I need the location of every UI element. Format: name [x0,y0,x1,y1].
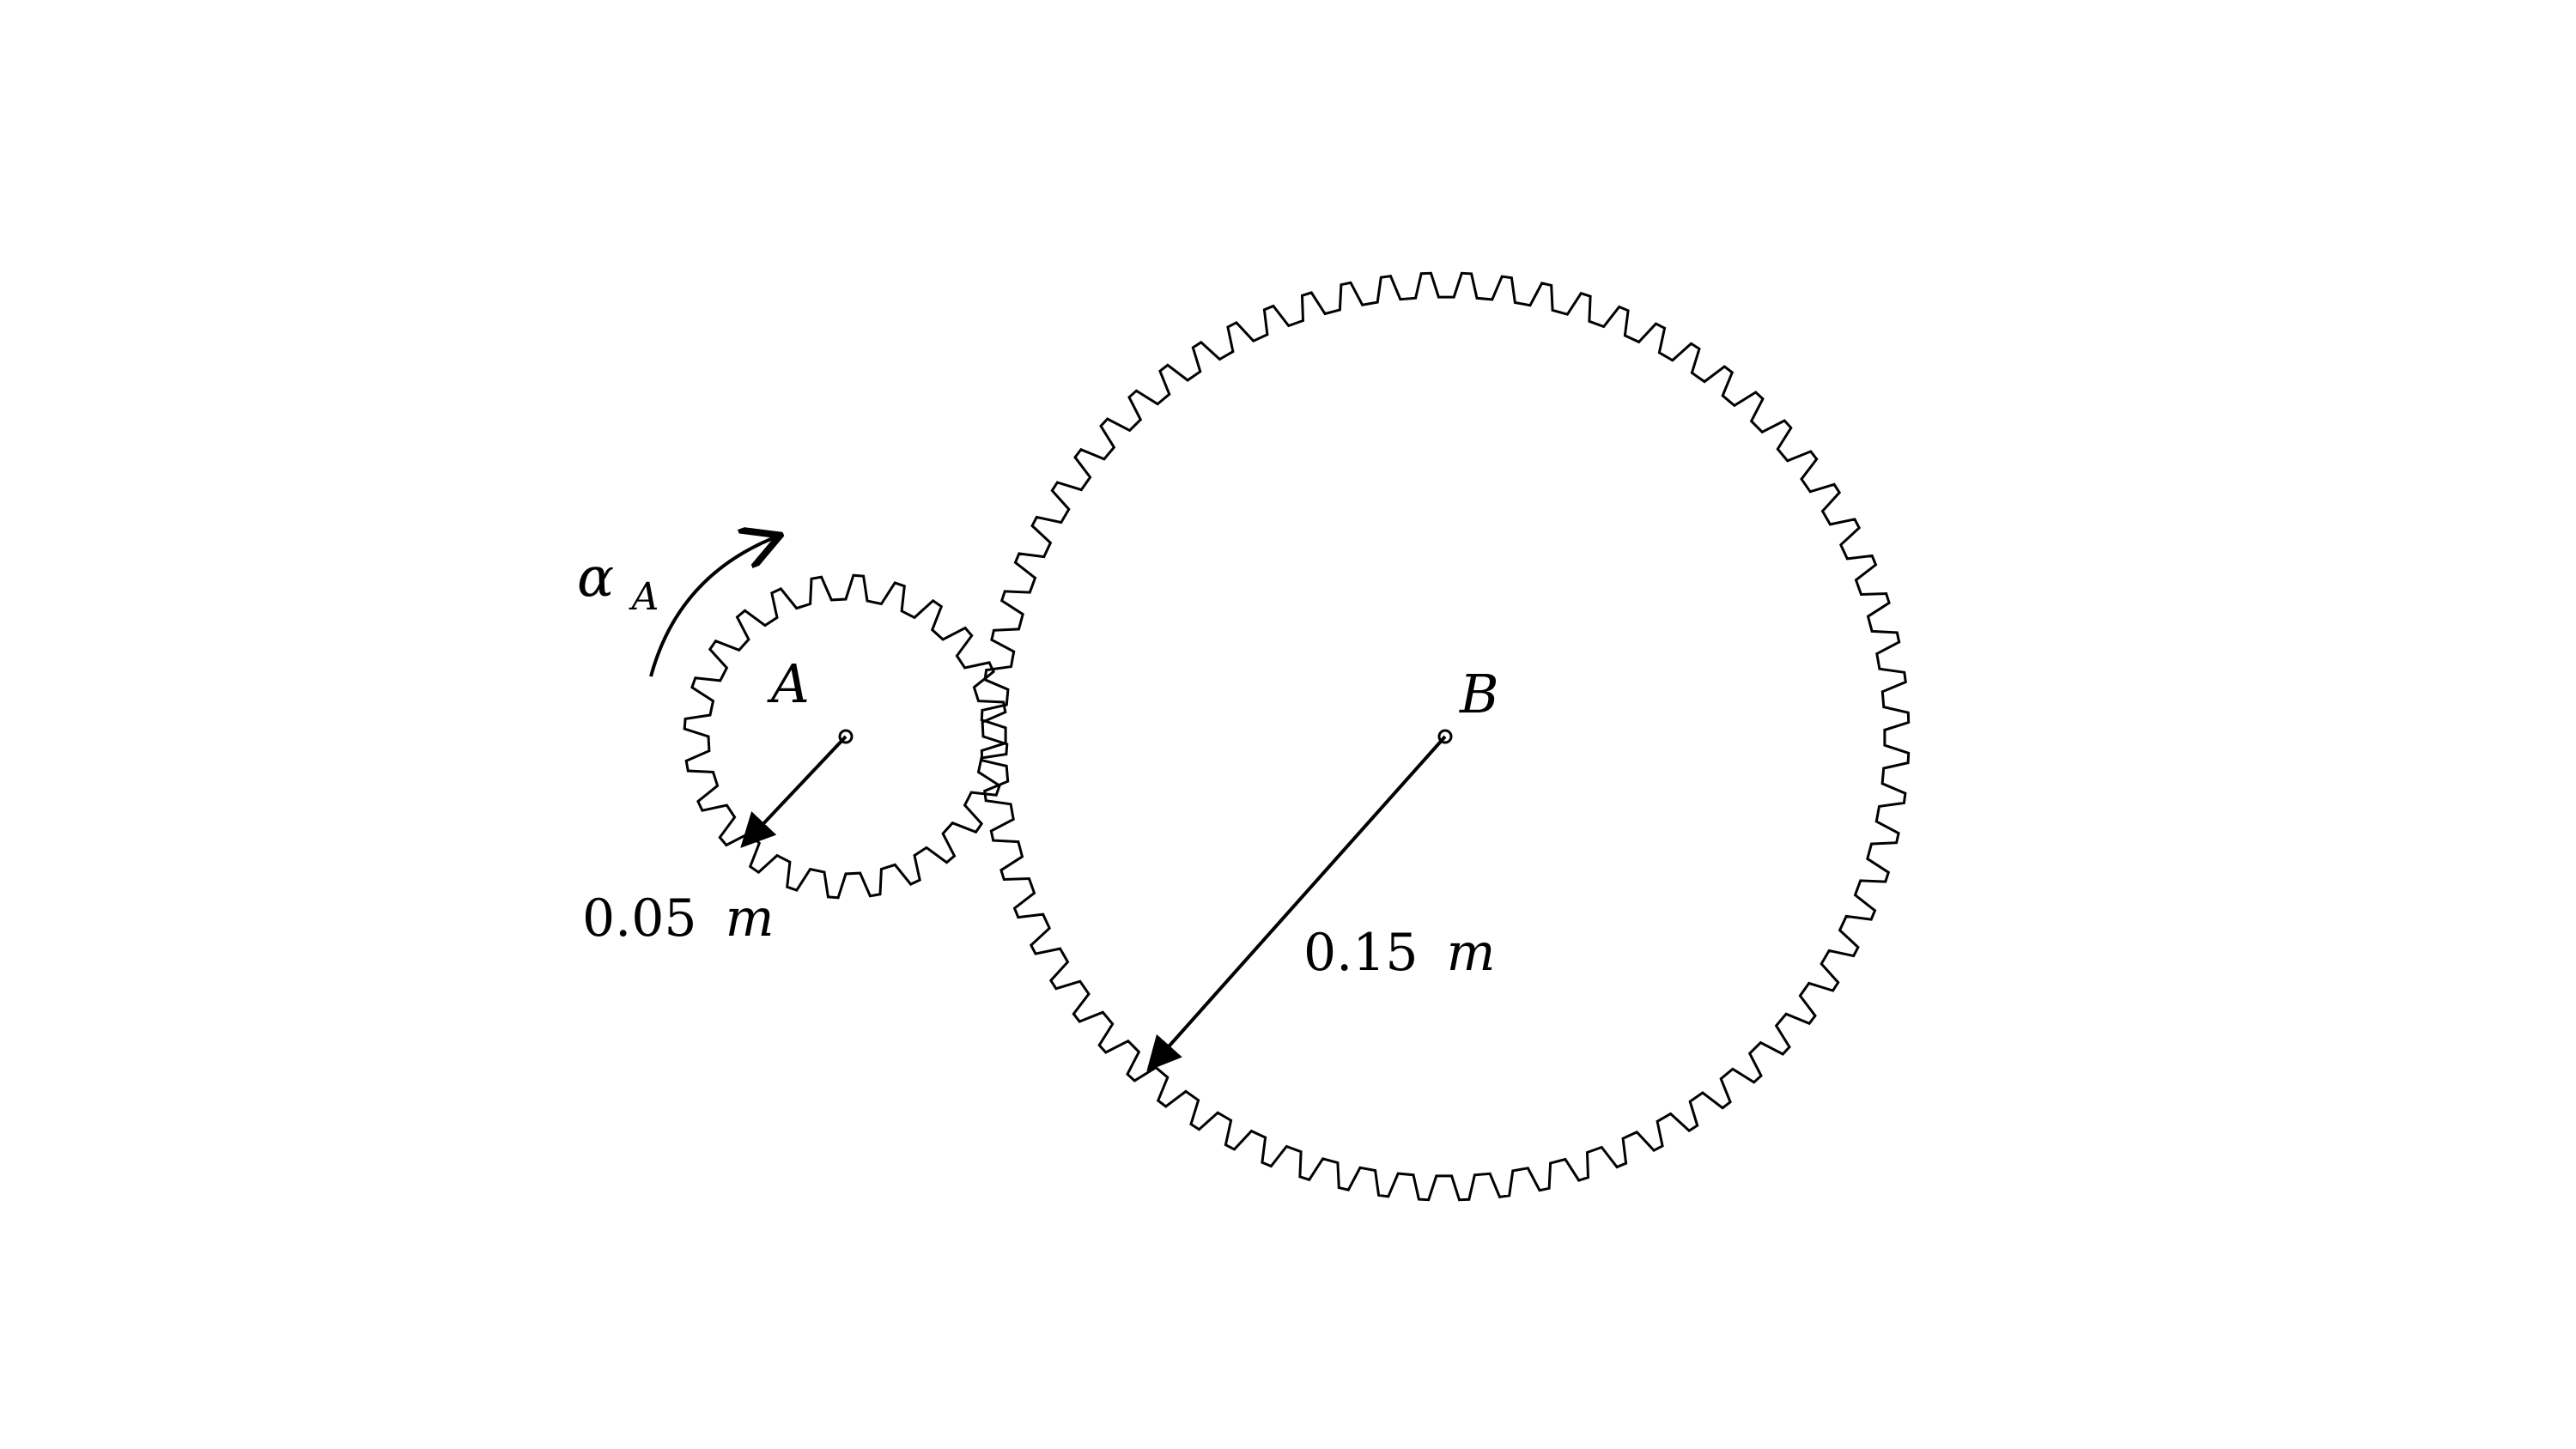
gear-a-teeth-outline [683,573,1009,900]
gear-a-radius-value: 0.05 [582,888,697,949]
gear-b-radius-arrow [1146,735,1447,1071]
angular-acceleration-indicator: α A [577,537,777,677]
gear-a-radius-unit: m [726,888,775,949]
alpha-symbol: α [577,546,614,609]
gear-a-radius-arrow [740,735,848,848]
gear-b-radius-value: 0.15 [1303,923,1419,983]
gear-b: B 0.15 m [980,271,1911,1202]
gear-a-radius-label: 0.05 m [582,888,775,949]
alpha-label: α A [577,546,659,619]
gear-b-radius-label: 0.15 m [1303,923,1496,983]
gear-b-teeth-outline [980,271,1911,1202]
alpha-subscript: A [629,575,659,619]
rotation-arrow-icon [649,537,777,677]
gear-b-radius-unit: m [1447,923,1496,983]
gear-b-label: B [1459,663,1499,725]
gear-a-label: A [767,652,810,715]
gear-a: A 0.05 m [582,573,1009,949]
